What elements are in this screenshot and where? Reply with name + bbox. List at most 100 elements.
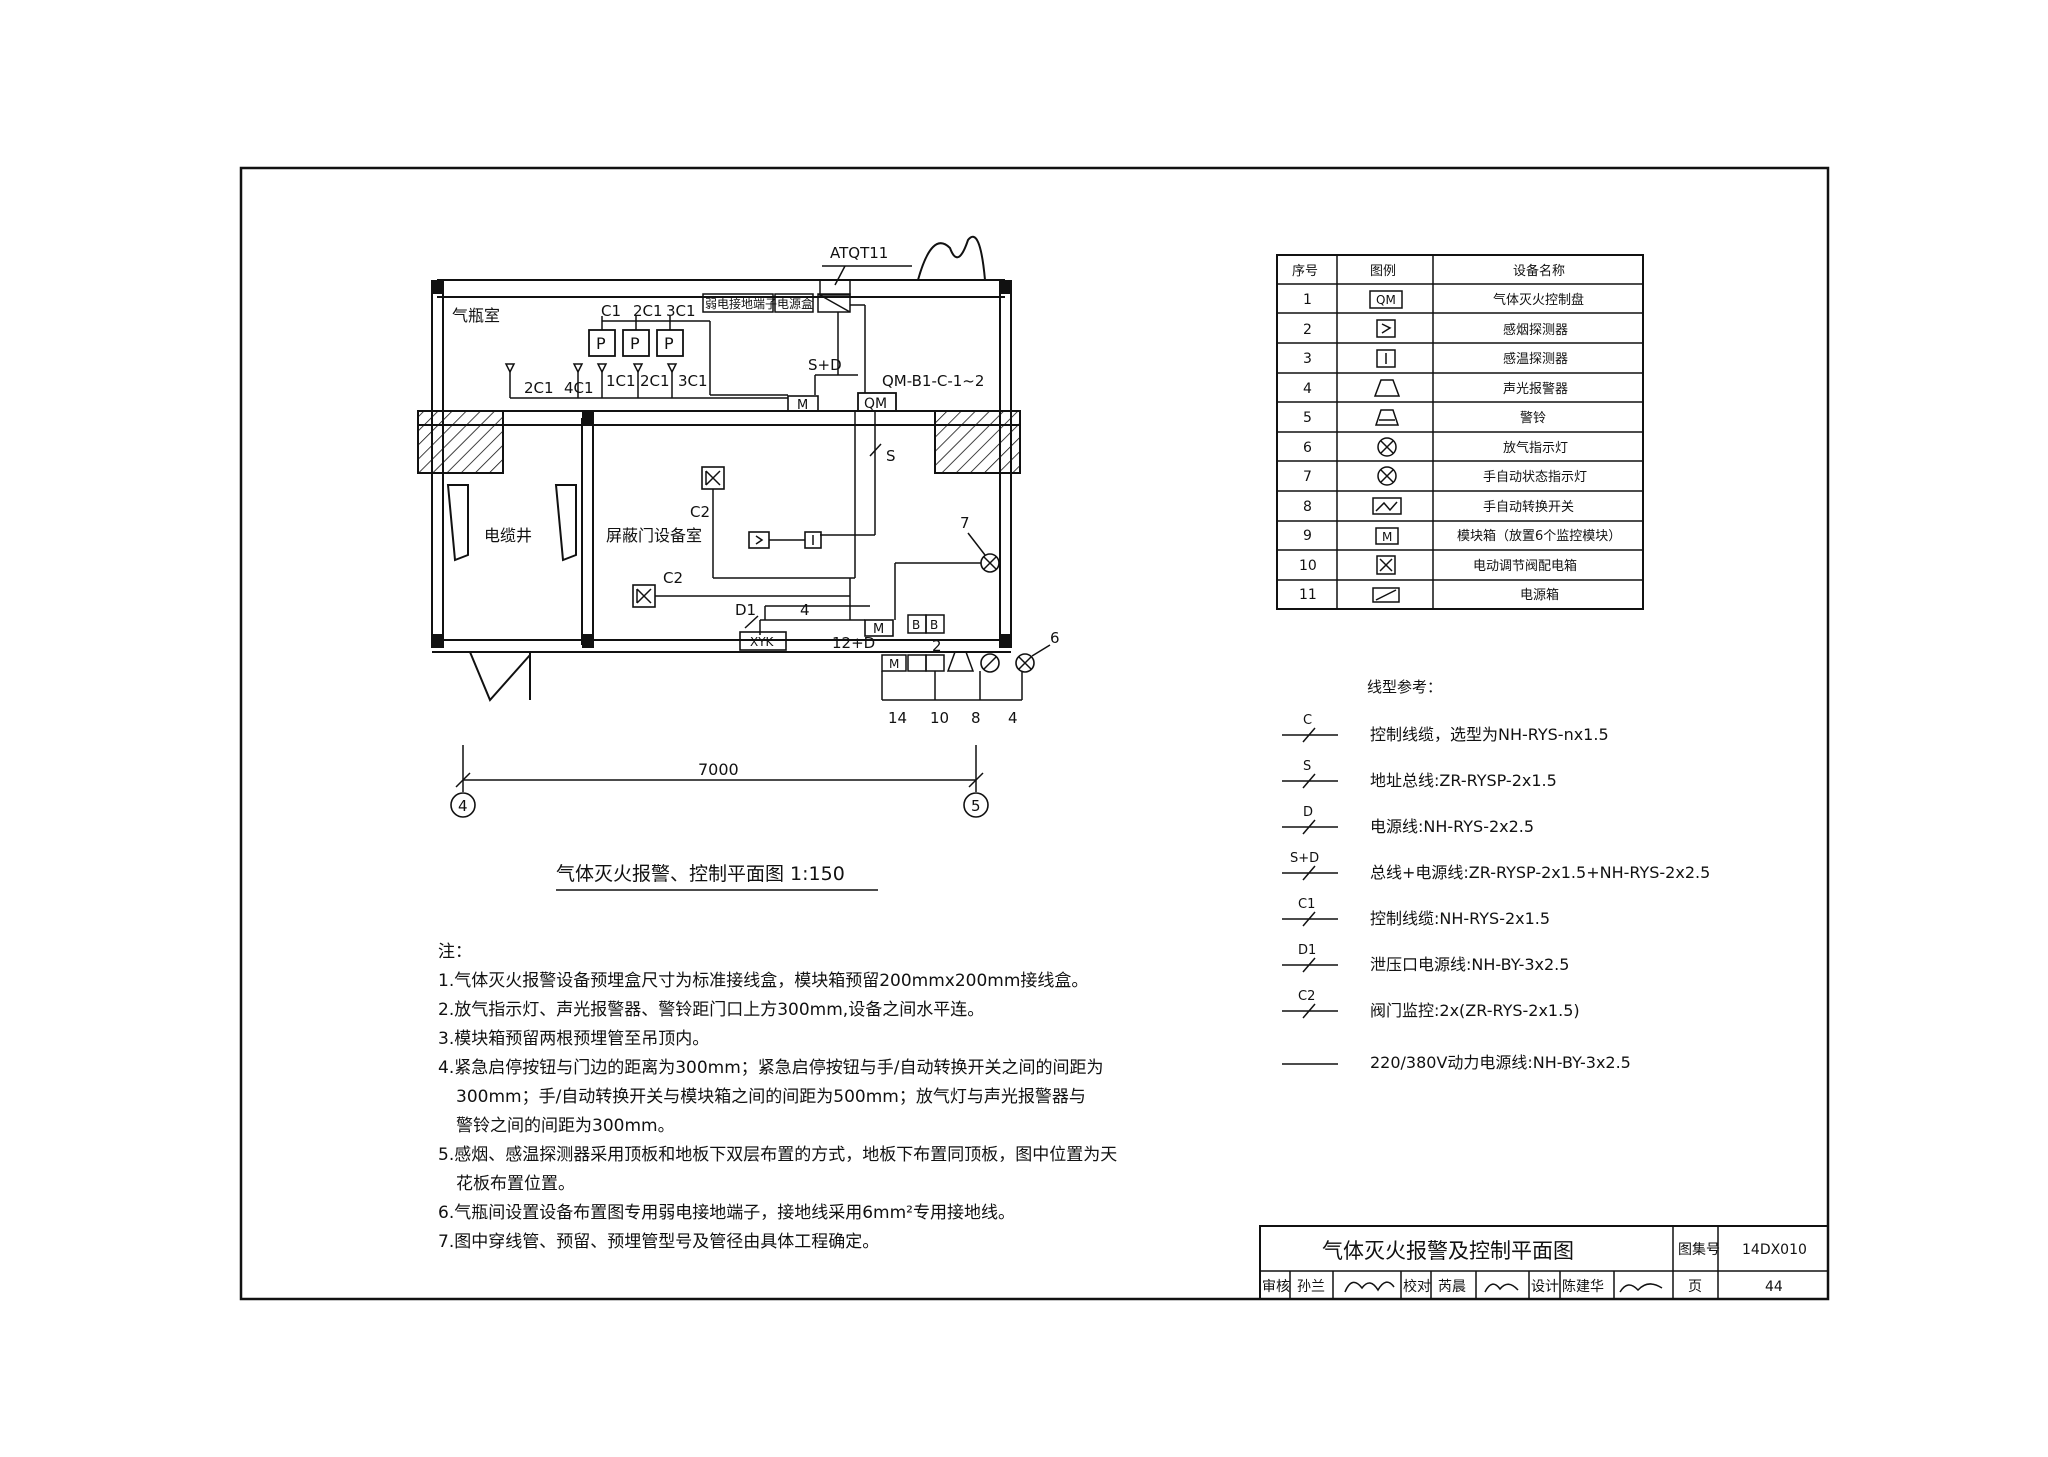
- plan-title: 气体灭火报警、控制平面图 1:150: [556, 863, 845, 885]
- legend-qm-symbol: [1369, 290, 1403, 309]
- svg-text:B: B: [930, 618, 938, 632]
- room-cable-shaft: 电缆井: [484, 526, 532, 545]
- svg-text:6: 6: [1303, 440, 1312, 456]
- p1-text: P: [596, 334, 606, 353]
- designer-name: 陈建华: [1562, 1278, 1604, 1295]
- legend-header-symbol: 图例: [1370, 264, 1396, 279]
- damper-box-icon: [1376, 555, 1396, 575]
- svg-text:7: 7: [1303, 469, 1312, 485]
- label-c2b: C2: [663, 569, 683, 587]
- legend-header-no: 序号: [1292, 264, 1318, 279]
- column-right: [934, 410, 1021, 474]
- atqt-label: ATQT11: [830, 244, 888, 262]
- svg-text:D: D: [1303, 805, 1313, 820]
- box-small-2: [925, 654, 945, 672]
- label-c2a: C2: [690, 503, 710, 521]
- wire-2c1b: 2C1: [640, 372, 670, 390]
- svg-text:1: 1: [1303, 292, 1312, 308]
- svg-text:5: 5: [1303, 410, 1312, 426]
- smoke-detector: [748, 531, 770, 549]
- svg-text:感温探测器: 感温探测器: [1503, 351, 1568, 367]
- label-7: 7: [960, 514, 970, 532]
- bell-2: [925, 614, 945, 634]
- ground-terminal-box: [702, 293, 774, 313]
- notes-heading: 注：: [438, 942, 472, 962]
- label-s: S: [886, 447, 896, 465]
- svg-text:QM: QM: [1376, 293, 1396, 307]
- legend-names: 气体灭火控制盘 感烟探测器 感温探测器 声光报警器 警铃 放气指示灯 手自动状态…: [1457, 292, 1621, 603]
- legend-module-symbol: [1375, 527, 1399, 545]
- note-line: 2.放气指示灯、声光报警器、警铃距门口上方300mm,设备之间水平连。: [438, 1000, 985, 1020]
- legend-header-name: 设备名称: [1513, 263, 1565, 279]
- note-line: 6.气瓶间设置设备布置图专用弱电接地端子，接地线采用6mm²专用接地线。: [438, 1203, 1015, 1223]
- checker-name: 芮晨: [1438, 1278, 1466, 1295]
- power-box-top: [774, 293, 814, 313]
- heat-detector-icon: [1376, 349, 1396, 368]
- floor-plan: [417, 235, 1021, 702]
- svg-text:M: M: [1382, 530, 1392, 544]
- line-type-list: C 控制线缆，选型为NH-RYS-nx1.5 S 地址总线:ZR-RYSP-2x…: [1282, 713, 1710, 1072]
- svg-text:9: 9: [1303, 528, 1312, 544]
- audible-visual-alarm-icon: [1373, 379, 1401, 397]
- xyk-box: [739, 631, 787, 651]
- p2-text: P: [630, 334, 640, 353]
- svg-text:D1: D1: [1298, 943, 1316, 958]
- axis-bubble-4: [450, 792, 476, 818]
- svg-text:电动调节阀配电箱: 电动调节阀配电箱: [1473, 558, 1577, 574]
- svg-text:放气指示灯: 放气指示灯: [1503, 440, 1568, 456]
- svg-text:控制线缆，选型为NH-RYS-nx1.5: 控制线缆，选型为NH-RYS-nx1.5: [1370, 725, 1609, 744]
- discharge-lamp-a: [980, 653, 1000, 673]
- status-lamp-icon: [1377, 466, 1397, 486]
- module-top-text: M: [797, 398, 808, 413]
- label-qm-circuit: QM-B1-C-1~2: [882, 372, 984, 390]
- svg-text:220/380V动力电源线:NH-BY-3x2.5: 220/380V动力电源线:NH-BY-3x2.5: [1370, 1053, 1631, 1072]
- label-2c1: 2C1: [633, 302, 663, 320]
- page-label: 页: [1688, 1279, 1702, 1295]
- label-8: 8: [971, 709, 981, 727]
- column-left: [417, 410, 504, 474]
- bell-icon: [1374, 409, 1400, 426]
- label-c1: C1: [601, 302, 621, 320]
- svg-text:警铃: 警铃: [1520, 410, 1546, 426]
- qm-control-panel: [857, 392, 897, 412]
- notes-block: 注： 1.气体灭火报警设备预埋盒尺寸为标准接线盒，模块箱预留200mmx200m…: [438, 938, 1117, 1257]
- power-box-text: 电源盒: [777, 296, 813, 311]
- svg-text:手自动转换开关: 手自动转换开关: [1483, 500, 1574, 515]
- axis-5: 5: [971, 797, 981, 815]
- discharge-lamp-icon: [1377, 437, 1397, 457]
- svg-text:声光报警器: 声光报警器: [1503, 381, 1568, 397]
- svg-text:C2: C2: [1298, 989, 1315, 1004]
- svg-text:M: M: [889, 657, 899, 671]
- note-line: 7.图中穿线管、预留、预埋管型号及管径由具体工程确定。: [438, 1232, 880, 1252]
- ground-terminal-text: 弱电接地端子: [705, 296, 777, 311]
- reviewer-signature: [1344, 1281, 1395, 1293]
- label-4b: 4: [1008, 709, 1018, 727]
- note-line: 3.模块箱预留两根预埋管至吊顶内。: [438, 1029, 710, 1049]
- svg-text:S+D: S+D: [1290, 851, 1319, 866]
- note-line: 4.紧急启停按钮与门边的距离为300mm；紧急启停按钮与手/自动转换开关之间的间…: [438, 1058, 1104, 1078]
- box-small-1: [907, 654, 927, 672]
- axis-4: 4: [458, 797, 468, 815]
- page-number: 44: [1765, 1279, 1783, 1295]
- note-line: 300mm；手/自动转换开关与模块箱之间的间距为500mm；放气灯与声光报警器与: [456, 1087, 1086, 1107]
- svg-text:3: 3: [1303, 351, 1312, 367]
- legend-table: [1276, 254, 1644, 610]
- svg-text:C1: C1: [1298, 897, 1315, 912]
- svg-text:10: 10: [1299, 558, 1317, 574]
- label-3c1: 3C1: [666, 302, 696, 320]
- note-line: 花板布置位置。: [456, 1174, 575, 1194]
- svg-text:电源线:NH-RYS-2x2.5: 电源线:NH-RYS-2x2.5: [1370, 817, 1534, 836]
- audible-visual-alarm: [946, 651, 975, 672]
- legend-numbers: 1 2 3 4 5 6 7 8 9 10 11: [1299, 292, 1317, 603]
- discharge-lamp-b: [1015, 653, 1035, 673]
- qm-text: QM: [864, 396, 887, 412]
- label-2: 2: [932, 637, 942, 655]
- design-label: 设计: [1531, 1279, 1559, 1295]
- smoke-detector-icon: [1376, 319, 1396, 338]
- module-bottom-text: M: [873, 622, 884, 637]
- room-gas: 气瓶室: [452, 306, 500, 325]
- review-label: 审核: [1262, 1279, 1290, 1295]
- room-shield: 屏蔽门设备室: [606, 526, 702, 545]
- svg-text:控制线缆:NH-RYS-2x1.5: 控制线缆:NH-RYS-2x1.5: [1370, 909, 1550, 928]
